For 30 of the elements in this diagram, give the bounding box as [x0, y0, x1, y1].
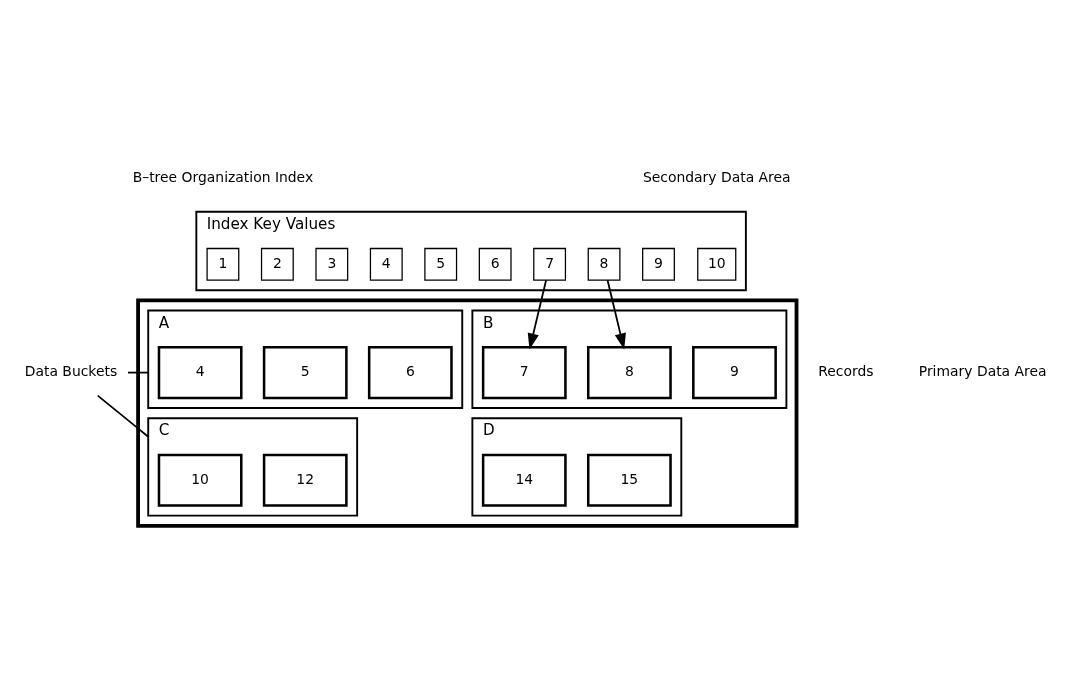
- node-box: 14: [481, 453, 567, 507]
- node-box: 2: [260, 247, 294, 281]
- node-box: 5: [262, 346, 348, 400]
- node-box: 8: [587, 247, 621, 281]
- arrow: [527, 279, 547, 350]
- node-box: 4: [157, 346, 243, 400]
- node-box: 6: [367, 346, 453, 400]
- label: Records: [818, 363, 874, 380]
- label: Primary Data Area: [918, 363, 1047, 380]
- node-box: 7: [481, 346, 567, 400]
- node-box: 8: [586, 346, 672, 400]
- arrow: [606, 279, 626, 350]
- node-box: 9: [692, 346, 777, 400]
- node-box: 10: [697, 247, 737, 281]
- node-text: Data Buckets: [24, 363, 118, 380]
- node-box: 5: [424, 247, 458, 281]
- node-box: 12: [262, 453, 348, 507]
- node-box: 1: [206, 247, 240, 281]
- node-box: 7: [533, 247, 567, 281]
- node-box: 9: [642, 247, 675, 281]
- node-box: 6: [478, 247, 512, 281]
- label: Secondary Data Area: [642, 169, 791, 186]
- node-box: 3: [315, 247, 349, 281]
- node-box: 15: [586, 453, 672, 507]
- node-box: 10: [157, 453, 243, 507]
- connector: [127, 371, 150, 374]
- node-box: 4: [369, 247, 403, 281]
- connector: [96, 394, 150, 438]
- cluster: [136, 298, 799, 528]
- label: B–tree Organization Index: [132, 169, 314, 186]
